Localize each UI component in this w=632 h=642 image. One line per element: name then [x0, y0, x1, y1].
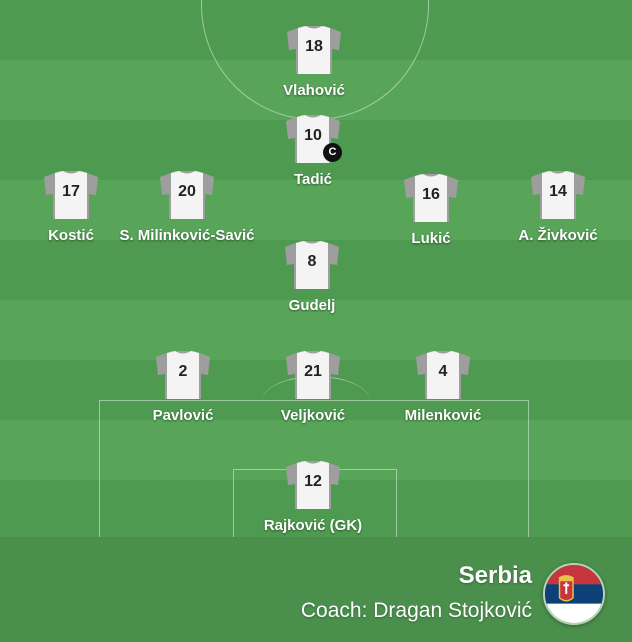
player-name: S. Milinković-Savić [119, 227, 255, 244]
shirt-icon: 20 [158, 169, 216, 221]
shirt-number: 2 [178, 363, 188, 380]
captain-badge: C [323, 143, 342, 162]
player-tadic[interactable]: 10 C Tadić [233, 113, 393, 188]
shirt-icon: 4 [414, 349, 472, 401]
shirt-number: 14 [549, 183, 567, 200]
player-name: Rajković (GK) [263, 517, 363, 534]
player-milinkovic-savic[interactable]: 20 S. Milinković-Savić [107, 169, 267, 244]
shirt-number: 12 [304, 473, 322, 490]
player-name: A. Živković [518, 227, 598, 244]
shirt-icon: 2 [154, 349, 212, 401]
player-gudelj[interactable]: 8 Gudelj [232, 239, 392, 314]
shirt-number: 10 [304, 127, 322, 144]
player-zivkovic[interactable]: 14 A. Živković [478, 169, 632, 244]
pitch: 18 Vlahović 10 C Tadić 17 Kostić 20 S. M… [0, 0, 632, 537]
player-lukic[interactable]: 16 Lukić [351, 172, 511, 247]
player-pavlovic[interactable]: 2 Pavlović [103, 349, 263, 424]
shirt-number: 8 [307, 253, 317, 270]
shirt-icon: 14 [529, 169, 587, 221]
shirt-number: 21 [304, 363, 322, 380]
player-name: Lukić [411, 230, 451, 247]
player-vlahovic[interactable]: 18 Vlahović [234, 24, 394, 99]
shirt-number: 4 [438, 363, 448, 380]
player-name: Milenković [404, 407, 482, 424]
player-name: Pavlović [152, 407, 214, 424]
player-milenkovic[interactable]: 4 Milenković [363, 349, 523, 424]
player-veljkovic[interactable]: 21 Veljković [233, 349, 393, 424]
shirt-icon: 8 [283, 239, 341, 291]
shirt-icon: 16 [402, 172, 460, 224]
player-name: Vlahović [283, 82, 345, 99]
player-name: Kostić [48, 227, 94, 244]
player-name: Tadić [293, 171, 333, 188]
player-kostic[interactable]: 17 Kostić [0, 169, 151, 244]
shirt-number: 16 [422, 186, 440, 203]
player-rajkovic[interactable]: 12 Rajković (GK) [233, 459, 393, 534]
team-name: Serbia [458, 562, 532, 589]
team-footer: Serbia Coach: Dragan Stojković [0, 537, 632, 642]
shirt-icon: 21 [284, 349, 342, 401]
player-name: Gudelj [288, 297, 336, 314]
player-name: Veljković [280, 407, 346, 424]
shirt-icon: 12 [284, 459, 342, 511]
shirt-number: 17 [62, 183, 80, 200]
shirt-icon: 18 [285, 24, 343, 76]
serbia-flag-icon [543, 563, 605, 625]
shirt-icon: 17 [42, 169, 100, 221]
shirt-icon: 10 C [284, 113, 342, 165]
shirt-number: 20 [178, 183, 196, 200]
shirt-number: 18 [305, 38, 323, 55]
coach-name: Coach: Dragan Stojković [300, 599, 532, 622]
